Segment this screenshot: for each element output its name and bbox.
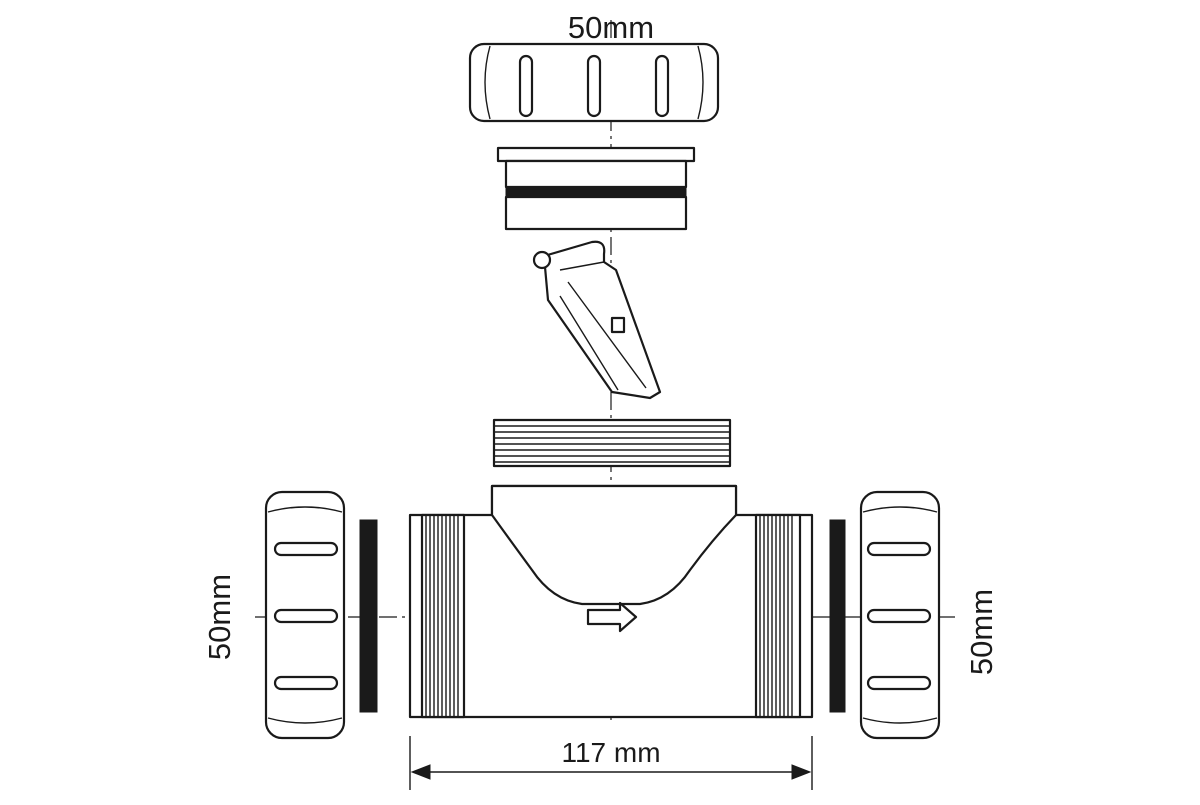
top-dimension-label: 50mm bbox=[568, 10, 654, 45]
right-dimension-label: 50mm bbox=[964, 589, 999, 675]
left-seal-ring bbox=[359, 519, 378, 713]
bottom-dimension-label: 117 mm bbox=[561, 737, 660, 768]
right-compression-nut bbox=[859, 490, 941, 740]
valve-body bbox=[408, 484, 814, 719]
body-top-thread bbox=[492, 418, 732, 468]
top-adaptor bbox=[496, 146, 696, 231]
right-seal-ring bbox=[829, 519, 846, 713]
top-compression-nut bbox=[468, 42, 720, 123]
left-compression-nut bbox=[264, 490, 346, 740]
left-dimension-label: 50mm bbox=[202, 574, 237, 660]
bottom-dimension-line bbox=[409, 736, 813, 790]
valve-flap-insert bbox=[532, 240, 662, 400]
